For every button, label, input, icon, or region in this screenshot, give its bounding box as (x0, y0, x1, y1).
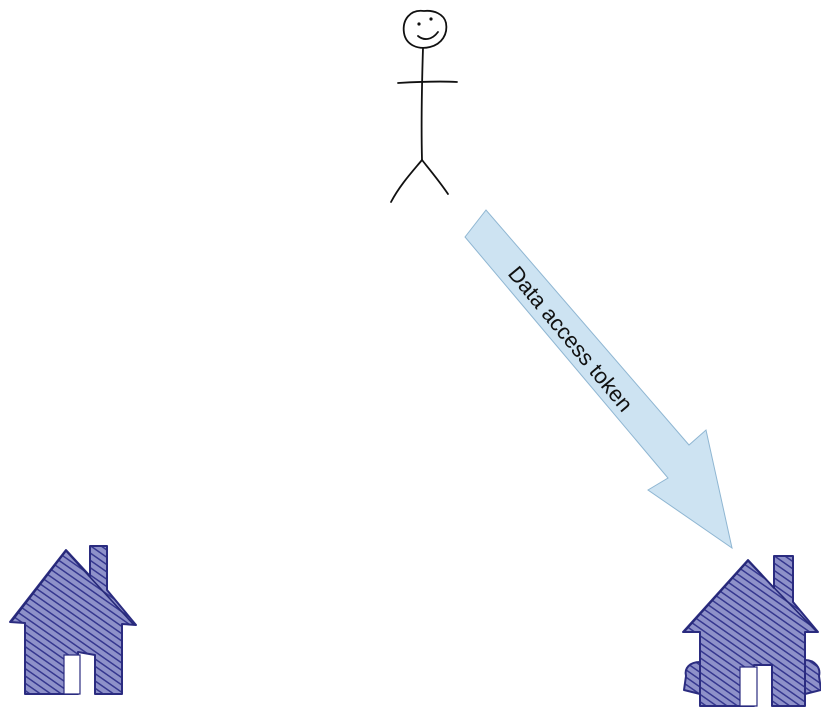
right-lock-icon (804, 659, 821, 695)
data-access-token-arrow: Data access token (464, 209, 733, 550)
left-leg (390, 159, 423, 203)
left-lock-icon (683, 661, 701, 695)
right-leg (421, 159, 449, 195)
stick-figure-icon (390, 9, 458, 203)
arrow-label: Data access token (503, 261, 638, 416)
body (420, 47, 424, 161)
arms (397, 80, 458, 84)
mouth (417, 31, 439, 40)
left-house-icon (9, 545, 137, 695)
right-eye (429, 17, 433, 21)
head (402, 9, 448, 49)
left-house-door (63, 654, 81, 695)
left-house-roofline (11, 550, 135, 626)
right-house-door (739, 666, 758, 707)
arrow-shape (464, 209, 733, 550)
left-eye (417, 22, 421, 26)
right-house-icon (682, 555, 821, 707)
right-house-roofline (684, 560, 818, 633)
